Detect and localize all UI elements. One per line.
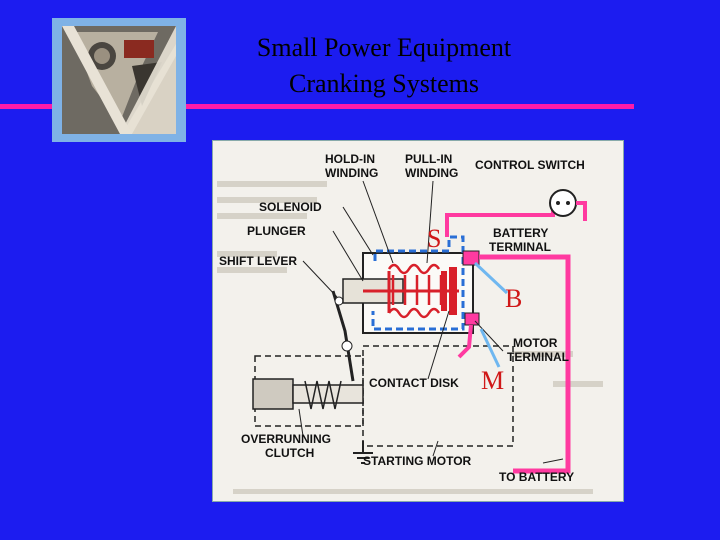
title-line-1: Small Power Equipment xyxy=(256,33,512,62)
title-line-2: Cranking Systems xyxy=(289,69,479,98)
motor-terminal-label: MOTOR xyxy=(513,336,558,350)
background-text xyxy=(217,181,603,494)
battery-terminal-label: BATTERY xyxy=(493,226,548,240)
hold-in-winding-label: HOLD-IN xyxy=(325,152,375,166)
starting-motor-housing xyxy=(362,345,514,447)
plunger-label: PLUNGER xyxy=(247,224,306,238)
shift-lever xyxy=(331,290,355,382)
coil-bracket xyxy=(387,267,453,315)
m-marker: M xyxy=(479,328,504,395)
control-switch-icon xyxy=(549,189,577,217)
contact-disk xyxy=(363,267,459,315)
cranking-system-diagram: S B M HOLD-IN WINDING PULL-IN WINDING CO… xyxy=(212,140,624,502)
slide-title: Small Power Equipment Cranking Systems xyxy=(200,30,568,102)
to-battery-label: TO BATTERY xyxy=(499,470,574,484)
ground-icon xyxy=(353,441,373,464)
b-marker: B xyxy=(473,261,522,313)
title-rule xyxy=(186,104,634,109)
engine-photo xyxy=(62,26,176,134)
shift-lever-label: SHIFT LEVER xyxy=(219,254,297,268)
svg-text:S: S xyxy=(427,224,441,253)
contact-disk-label: CONTACT DISK xyxy=(369,376,459,390)
hold-in-winding-label-2: WINDING xyxy=(325,166,378,180)
pull-in-winding-label: PULL-IN xyxy=(405,152,452,166)
starting-motor-label: STARTING MOTOR xyxy=(363,454,472,468)
logo-image xyxy=(52,18,186,142)
svg-text:M: M xyxy=(481,366,504,395)
control-switch-label: CONTROL SWITCH xyxy=(475,158,585,172)
battery-cable xyxy=(479,254,571,474)
motor-terminal-label-2: TERMINAL xyxy=(507,350,569,364)
svg-text:B: B xyxy=(505,284,522,313)
leader-lines xyxy=(298,180,564,464)
overrunning-clutch-label: OVERRUNNING xyxy=(241,432,331,446)
solenoid-label: SOLENOID xyxy=(259,200,322,214)
overrunning-clutch-label-2: CLUTCH xyxy=(265,446,314,460)
title-rule-left xyxy=(0,104,52,109)
hold-in-circuit xyxy=(371,235,465,331)
overrunning-clutch-gear xyxy=(252,378,364,410)
s-marker: S xyxy=(427,224,441,253)
switch-to-battery-wire xyxy=(576,201,587,221)
motor-lead xyxy=(457,324,473,359)
pull-in-winding-label-2: WINDING xyxy=(405,166,458,180)
battery-terminal-label-2: TERMINAL xyxy=(489,240,551,254)
